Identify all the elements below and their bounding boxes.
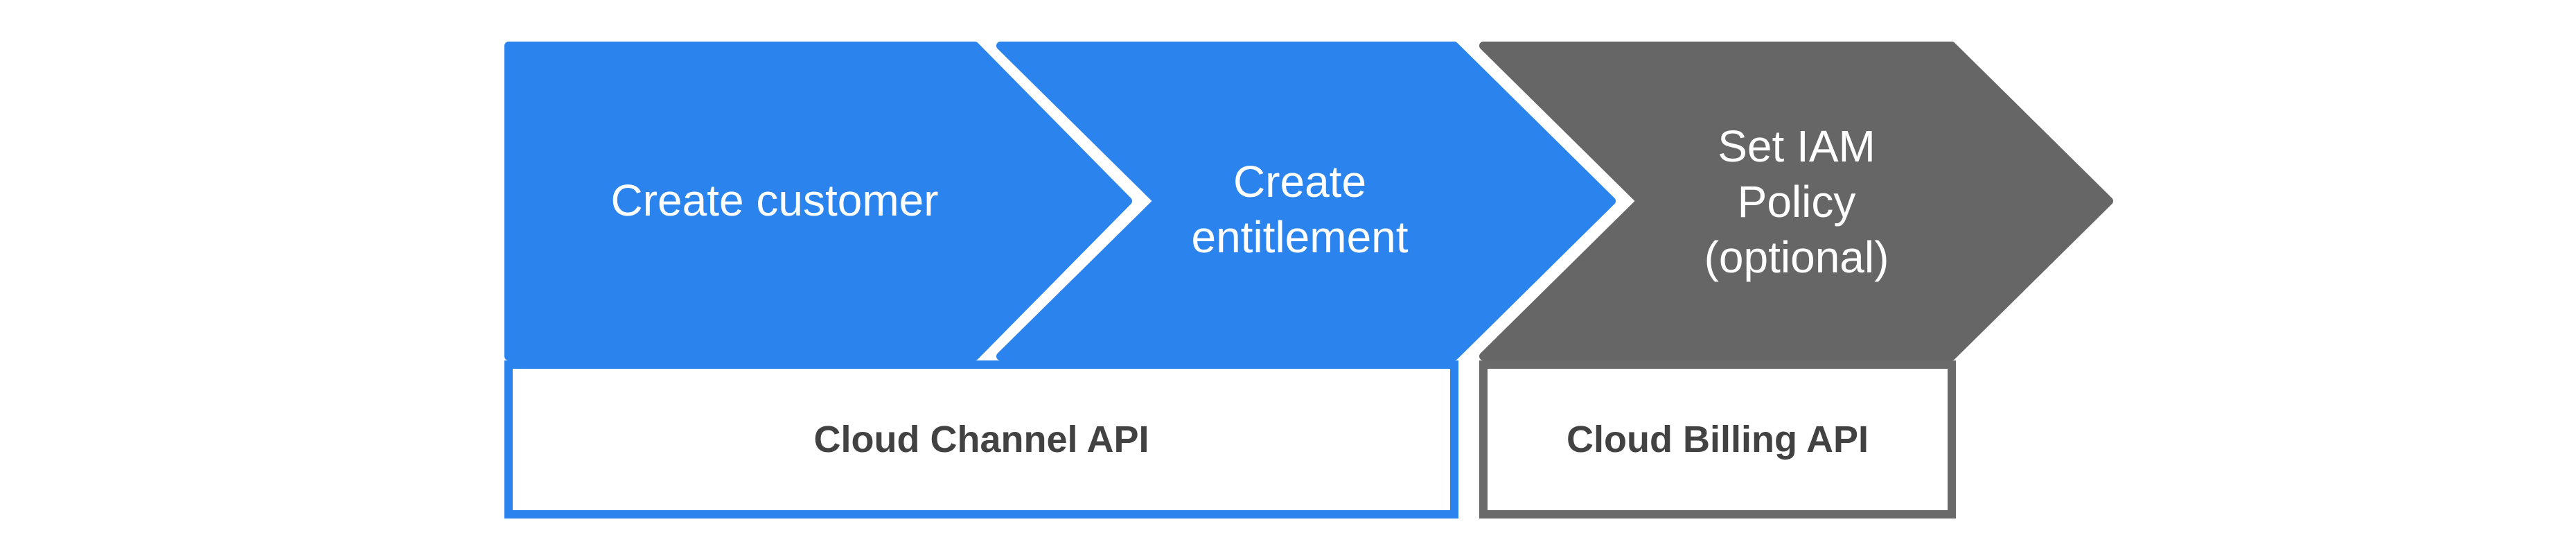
step-arrow-set-iam-policy <box>1479 42 2113 360</box>
api-box-label-cloud-billing: Cloud Billing API <box>1567 419 1869 460</box>
api-box-label-cloud-channel: Cloud Channel API <box>813 419 1149 460</box>
step-arrow-create-entitlement <box>996 42 1616 360</box>
step-label-line: Set IAM <box>1718 121 1876 171</box>
api-box-cloud-billing: Cloud Billing API <box>1479 360 1956 518</box>
step-label-line: entitlement <box>1191 212 1409 262</box>
step-arrow-create-customer <box>504 42 1132 360</box>
api-box-cloud-channel: Cloud Channel API <box>504 360 1458 518</box>
step-label-line: Create customer <box>610 175 939 225</box>
step-label-create-customer: Create customer <box>504 173 1045 228</box>
step-label-create-entitlement: Create entitlement <box>996 154 1603 265</box>
step-label-line: Create <box>1233 157 1367 207</box>
step-label-line: Policy <box>1737 177 1856 227</box>
step-label-set-iam-policy: Set IAM Policy (optional) <box>1479 119 2114 285</box>
step-label-line: (optional) <box>1704 232 1889 282</box>
